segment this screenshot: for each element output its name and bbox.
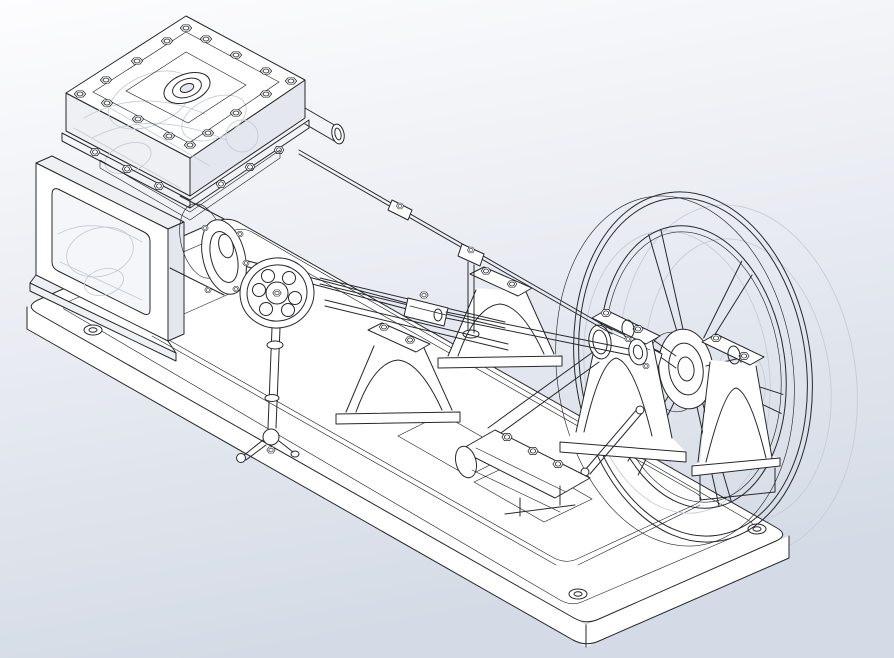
- guide-pedestal-front: [335, 322, 461, 425]
- frame-window-ghosts: [57, 225, 143, 301]
- valve-rod[interactable]: [298, 149, 613, 339]
- guide-pedestals[interactable]: [335, 266, 563, 425]
- chest-flange: [61, 119, 310, 209]
- rocker-bracket: [454, 429, 591, 517]
- main-bearing-pedestal[interactable]: [559, 309, 687, 463]
- outer-bearing-pedestal[interactable]: [691, 333, 781, 501]
- cylinder[interactable]: [169, 195, 254, 299]
- drain-cock: [262, 428, 280, 446]
- gland: [218, 233, 234, 259]
- engine-frame[interactable]: [29, 155, 185, 362]
- frame-window: [51, 188, 151, 315]
- guide-pedestal-rear: [437, 266, 563, 369]
- steam-inlet-flange: [304, 107, 345, 145]
- steam-chest[interactable]: [61, 15, 346, 221]
- piston-rod[interactable]: [232, 256, 509, 351]
- eccentric-drive[interactable]: [452, 324, 645, 517]
- connecting-rod[interactable]: [445, 311, 650, 369]
- handwheel-holes: [252, 269, 302, 317]
- handwheel[interactable]: [235, 253, 318, 463]
- crosshead: [403, 297, 449, 327]
- valve-stem: [236, 327, 300, 463]
- flywheel-hub: [646, 328, 714, 413]
